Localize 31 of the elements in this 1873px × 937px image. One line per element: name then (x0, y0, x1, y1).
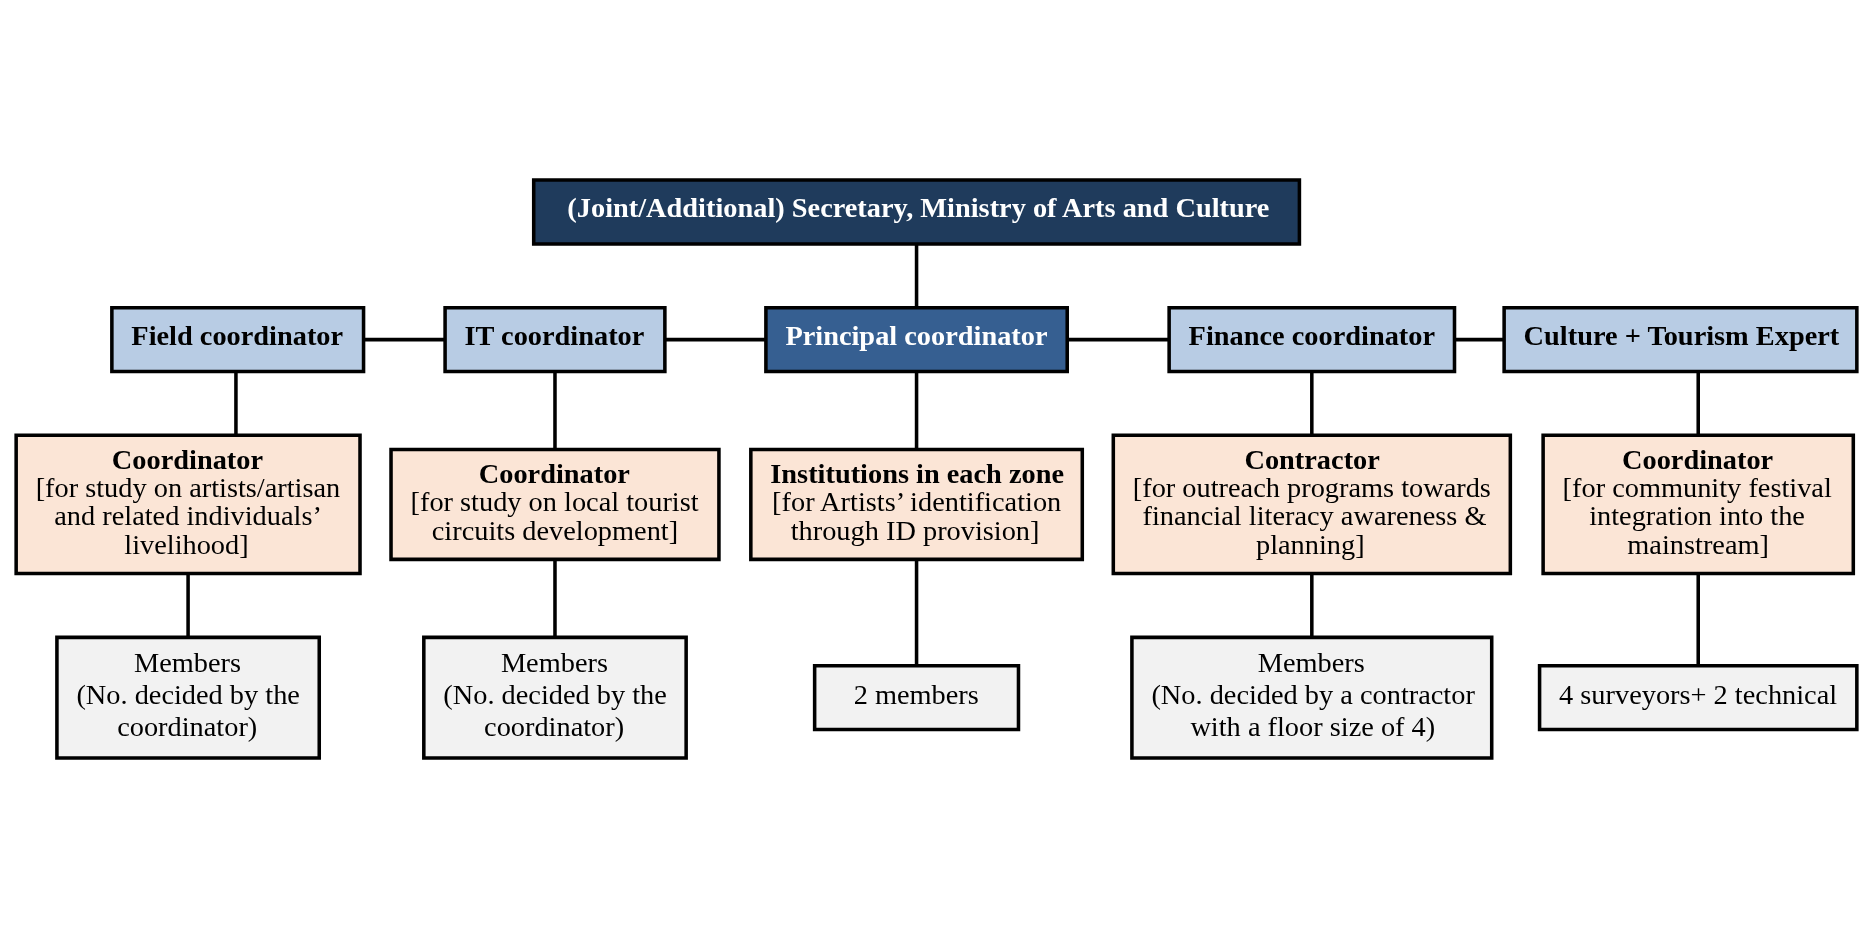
node-box: Institutions in each zone [for Artists’ identification through ID provision] (749, 447, 1085, 561)
connector (664, 337, 766, 341)
connector (1067, 337, 1169, 341)
connector (1696, 573, 1700, 666)
node-box: Coordinator [for community festival integration into the mainstream] (1541, 433, 1856, 575)
node-box: Finance coordinator (1167, 305, 1457, 373)
node-box: Culture + Tourism Expert (1502, 305, 1859, 373)
node-box: Field coordinator (110, 305, 366, 373)
node-box: IT coordinator (443, 305, 667, 373)
connector (1310, 573, 1314, 637)
connector (914, 371, 919, 449)
connector (186, 573, 190, 637)
connector (363, 337, 445, 341)
connector (553, 371, 557, 449)
connector (914, 243, 919, 307)
node-box: Principal coordinator (764, 305, 1069, 373)
connector (1696, 371, 1700, 435)
node-box: 4 surveyors+ 2 technical (1537, 663, 1859, 731)
node-box: Coordinator [for study on artists/artisan and related individuals’ livelihood] (14, 433, 362, 575)
node-box: Members (No. decided by the coordinator) (55, 635, 321, 760)
connector (1310, 371, 1314, 435)
node-box: Coordinator [for study on local tourist circuits development] (389, 447, 721, 561)
connector (914, 559, 919, 665)
node-box: Members (No. decided by the coordinator) (422, 635, 688, 760)
node-box: Members (No. decided by a contractor with a floor size of 4) (1130, 635, 1494, 760)
node-box: (Joint/Additional) Secretary, Ministry of Arts and Culture (531, 177, 1302, 246)
node-box: 2 members (812, 663, 1021, 731)
node-box: Contractor [for outreach programs towards financial literacy awareness & planning] (1111, 433, 1513, 575)
connector (234, 371, 238, 435)
connector (1454, 337, 1504, 341)
connector (553, 559, 557, 637)
